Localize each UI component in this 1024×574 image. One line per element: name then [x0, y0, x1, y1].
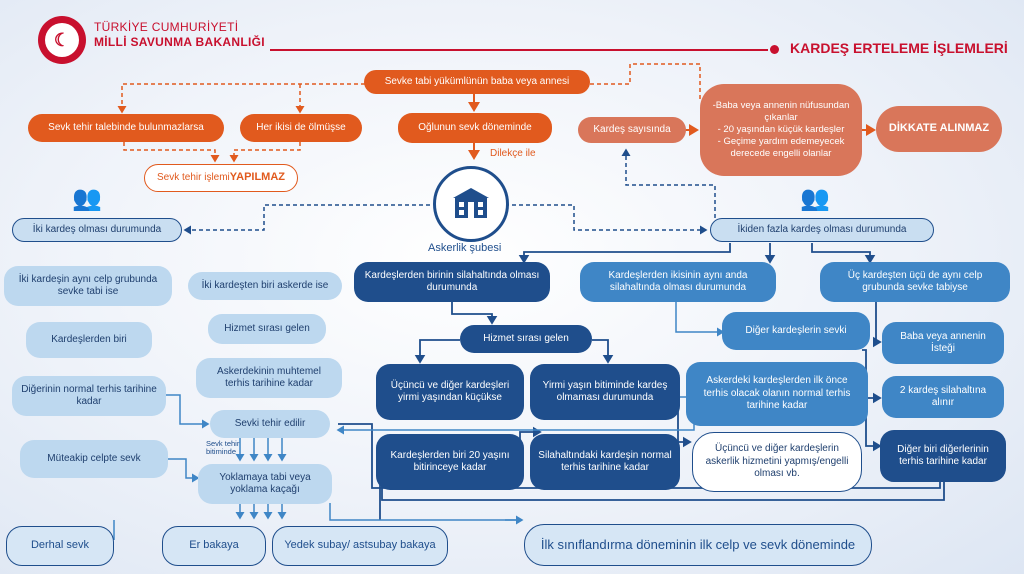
school-building-icon	[433, 166, 509, 242]
parent-root-box: Sevke tabi yükümlünün baba veya annesi	[364, 70, 590, 94]
immediate-box: Derhal sevk	[6, 526, 114, 566]
other-sent-box: Diğer kardeşlerin sevki	[722, 312, 870, 350]
reserve-box: Yedek subay/ astsubay bakaya	[272, 526, 448, 566]
one-in-army-box: İki kardeşten biri askerde ise	[188, 272, 342, 300]
next-call-box: Müteakip celpte sevk	[20, 440, 168, 478]
two-armed-box: Kardeşlerden ikisinin aynı anda silahalt…	[580, 262, 776, 302]
two-siblings-box: İki kardeş olması durumunda	[12, 218, 182, 242]
one-armed-box: Kardeşlerden birinin silahaltında olması…	[354, 262, 550, 302]
until-discharge-box: Askerdekinin muhtemel terhis tarihine ka…	[196, 358, 342, 398]
not-twenty-box: Yirmi yaşın bitiminde kardeş olmaması du…	[530, 364, 680, 420]
armed-normal-box: Silahaltındaki kardeşin normal terhis ta…	[530, 434, 680, 490]
same-group-box: İki kardeşin aynı celp grubunda sevke ta…	[4, 266, 172, 306]
until-twenty-box: Kardeşlerden biri 20 yaşını bitirinceye …	[376, 434, 524, 490]
one-of-box: Kardeşlerden biri	[26, 322, 152, 358]
page-title: KARDEŞ ERTELEME İŞLEMLERİ	[790, 40, 1008, 56]
first-discharge-box: Askerdeki kardeşlerden ilk önce terhis o…	[686, 362, 868, 426]
no-request-box: Sevk tehir talebinde bulunmazlarsa	[28, 114, 224, 142]
third-done-box: Üçüncü ve diğer kardeşlerin askerlik hiz…	[692, 432, 862, 492]
absent-box: Yoklamaya tabi veya yoklama kaçağı	[198, 464, 332, 504]
two-armed-taken-box: 2 kardeş silahaltına alınır	[882, 376, 1004, 418]
other-normal-box: Diğerinin normal terhis tarihine kadar	[12, 376, 166, 416]
ministry-logo-icon: ☾	[38, 16, 86, 64]
son-period-box: Oğlunun sevk döneminde	[398, 113, 552, 143]
org-line-2: MİLLİ SAVUNMA BAKANLIĞI	[94, 35, 265, 49]
petition-label: Dilekçe ile	[490, 148, 536, 159]
three-same-box: Üç kardeşten üçü de aynı celp grubunda s…	[820, 262, 1010, 302]
duty-next-box: Hizmet sırası gelen	[208, 314, 326, 344]
deferral-end-label: Sevk tehir bitiminde	[206, 439, 240, 457]
both-dead-box: Her ikisi de ölmüşse	[240, 114, 362, 142]
not-done-prefix: Sevk tehir işlemi	[156, 171, 230, 183]
group-people-icon: 👥	[800, 185, 830, 212]
not-done-bold: YAPILMAZ	[229, 171, 286, 184]
first-call-box: İlk sınıflandırma döneminin ilk celp ve …	[524, 524, 872, 566]
deferred-box: Sevki tehir edilir	[210, 410, 330, 438]
armed-duty-next-box: Hizmet sırası gelen	[460, 325, 592, 353]
considered-box: DİKKATE ALINMAZ	[876, 106, 1002, 152]
parent-request-box: Baba veya annenin İsteği	[882, 322, 1004, 364]
org-line-1: TÜRKİYE CUMHURİYETİ	[94, 20, 239, 34]
conditions-box: -Baba veya annenin nüfusundan çıkanlar -…	[700, 84, 862, 176]
header-divider	[270, 49, 768, 51]
private-box: Er bakaya	[162, 526, 266, 566]
more-siblings-box: İkiden fazla kardeş olması durumunda	[710, 218, 934, 242]
header-dot	[770, 45, 779, 54]
two-people-icon: 👥	[72, 185, 102, 212]
not-done-box: Sevk tehir işlemi YAPILMAZ	[144, 164, 298, 192]
other-until-box: Diğer biri diğerlerinin terhis tarihine …	[880, 430, 1006, 482]
office-label: Askerlik şubesi	[428, 242, 502, 254]
sibling-count-box: Kardeş sayısında	[578, 117, 686, 143]
third-younger-box: Üçüncü ve diğer kardeşleri yirmi yaşında…	[376, 364, 524, 420]
